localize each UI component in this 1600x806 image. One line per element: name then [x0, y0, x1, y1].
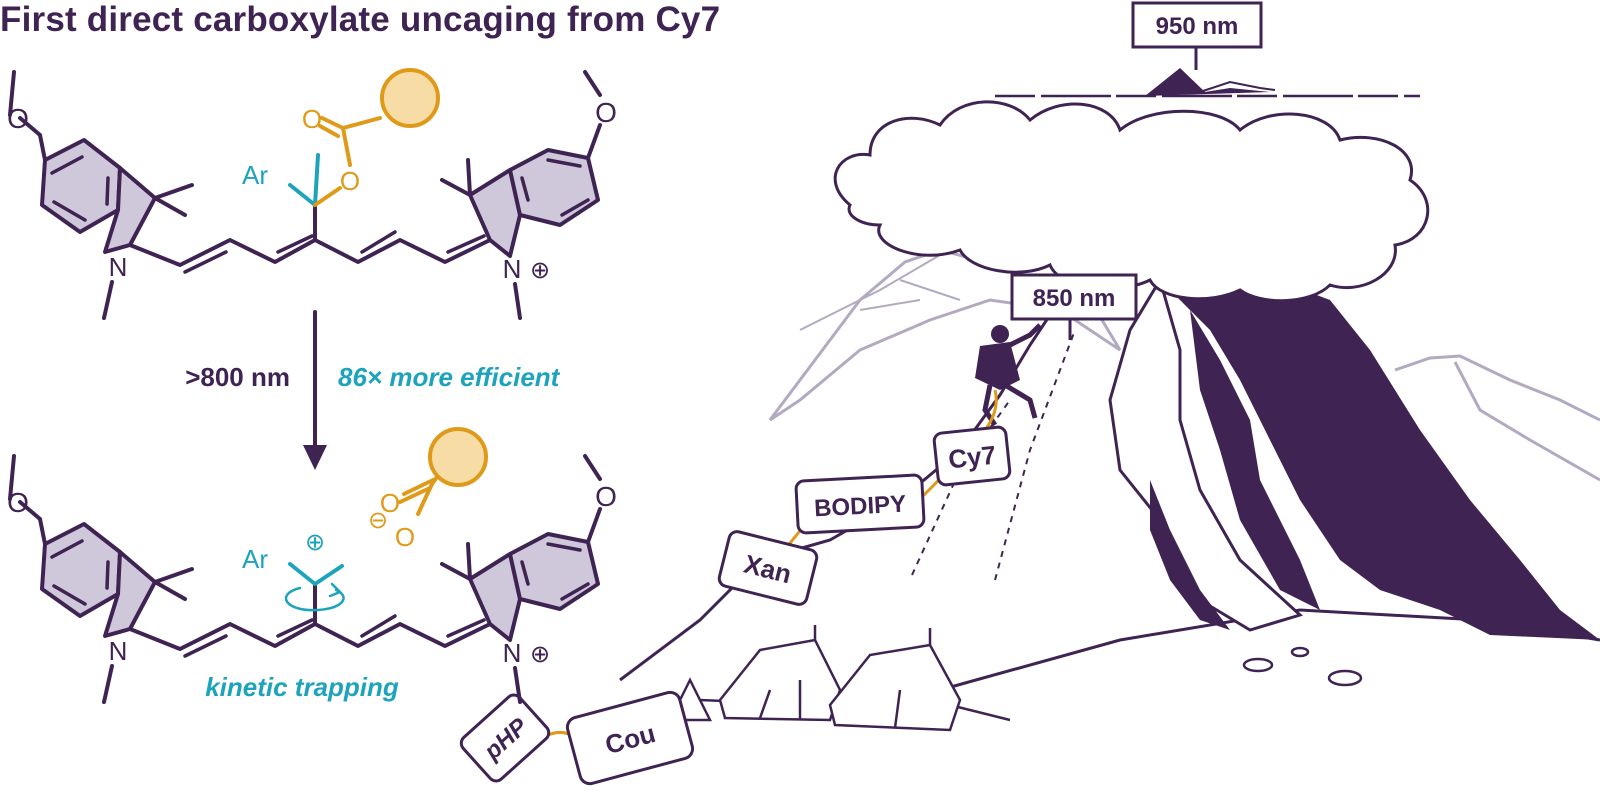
kinetic-trapping-caption: kinetic trapping — [205, 672, 399, 702]
bottom-left-pyrroline-ring — [103, 550, 157, 638]
rotation-arrow-icon — [284, 586, 345, 612]
arrow-efficiency: 86× more efficient — [338, 362, 561, 392]
top-cation-charge: ⊕ — [530, 257, 550, 284]
tent-right — [828, 643, 962, 732]
climber-label-cy7: Cy7 — [947, 440, 998, 475]
summit-cloud — [833, 100, 1430, 303]
climber-label-bodipy: BODIPY — [813, 491, 906, 523]
top-methoxy-o-left: O — [7, 103, 29, 134]
climber-box-bodipy: BODIPY — [794, 473, 926, 535]
climber-box-php: pHP — [459, 693, 551, 783]
summit-sign: 950 nm — [1131, 1, 1263, 49]
bottom-methoxy-o-right: O — [595, 481, 617, 512]
bottom-methoxy-o-left: O — [7, 487, 29, 518]
base-camp-tents — [667, 625, 962, 732]
background-mountain-right — [1394, 354, 1600, 482]
bottom-molecule: O N O N ⊕ Ar ⊕ — [7, 427, 617, 704]
top-polymethine-chain — [128, 238, 492, 267]
climbing-route-2 — [994, 329, 1076, 581]
bottom-aryl-label: Ar — [242, 544, 268, 574]
ledge-sign: 850 nm — [1010, 273, 1138, 321]
reaction-arrow: >800 nm 86× more efficient — [185, 310, 561, 470]
top-carbonyl-o: O — [302, 104, 322, 134]
climber-box-cy7: Cy7 — [932, 425, 1012, 487]
climbing-route-1 — [911, 399, 1011, 576]
summit-snow — [1199, 80, 1276, 93]
figure-title: First direct carboxylate uncaging from C… — [0, 0, 721, 39]
arrow-condition: >800 nm — [185, 362, 290, 392]
mountain-scene: Cy7 BODIPY Xan Cou pHP 950 nm — [459, 1, 1600, 786]
bottom-anion-charge: ⊖ — [368, 507, 388, 534]
tent-left — [718, 638, 842, 722]
bottom-carboxylate-o-minus: O — [395, 522, 415, 552]
snow-rocks — [1242, 646, 1363, 687]
summit-tip — [1145, 68, 1270, 96]
top-left-pyrroline-ring — [103, 166, 157, 254]
ledge-sign-label: 850 nm — [1033, 285, 1116, 312]
top-aryl-label: Ar — [242, 160, 268, 190]
bottom-nitrogen-left: N — [109, 636, 128, 666]
climber-icon — [975, 323, 1042, 427]
bottom-cargo-circle — [428, 427, 488, 487]
summit-sign-label: 950 nm — [1156, 13, 1239, 40]
climber-box-cou: Cou — [565, 690, 695, 786]
main-peak-streak-2 — [1150, 480, 1230, 630]
main-peak-face — [1108, 276, 1303, 632]
top-molecule: O N O N ⊕ Ar — [7, 68, 617, 320]
bottom-carboxylate-o: O — [380, 488, 400, 518]
climber-box-xan: Xan — [717, 530, 819, 606]
top-nitrogen-right: N — [503, 254, 522, 284]
bottom-nitrogen-right: N — [503, 638, 522, 668]
top-cargo-circle — [380, 68, 440, 128]
top-nitrogen-left: N — [109, 252, 128, 282]
bottom-polymethine-chain — [128, 622, 492, 651]
bottom-cation-charge: ⊕ — [530, 641, 550, 668]
background-mountain-left-ridge — [799, 254, 961, 331]
top-ester-o: O — [340, 166, 360, 196]
main-peak-streak-1 — [1190, 310, 1320, 610]
reaction-scheme: O N O N ⊕ Ar — [7, 68, 617, 704]
top-methoxy-o-right: O — [595, 97, 617, 128]
bottom-aryl-cation-charge: ⊕ — [305, 529, 325, 556]
main-peak — [1160, 270, 1600, 640]
